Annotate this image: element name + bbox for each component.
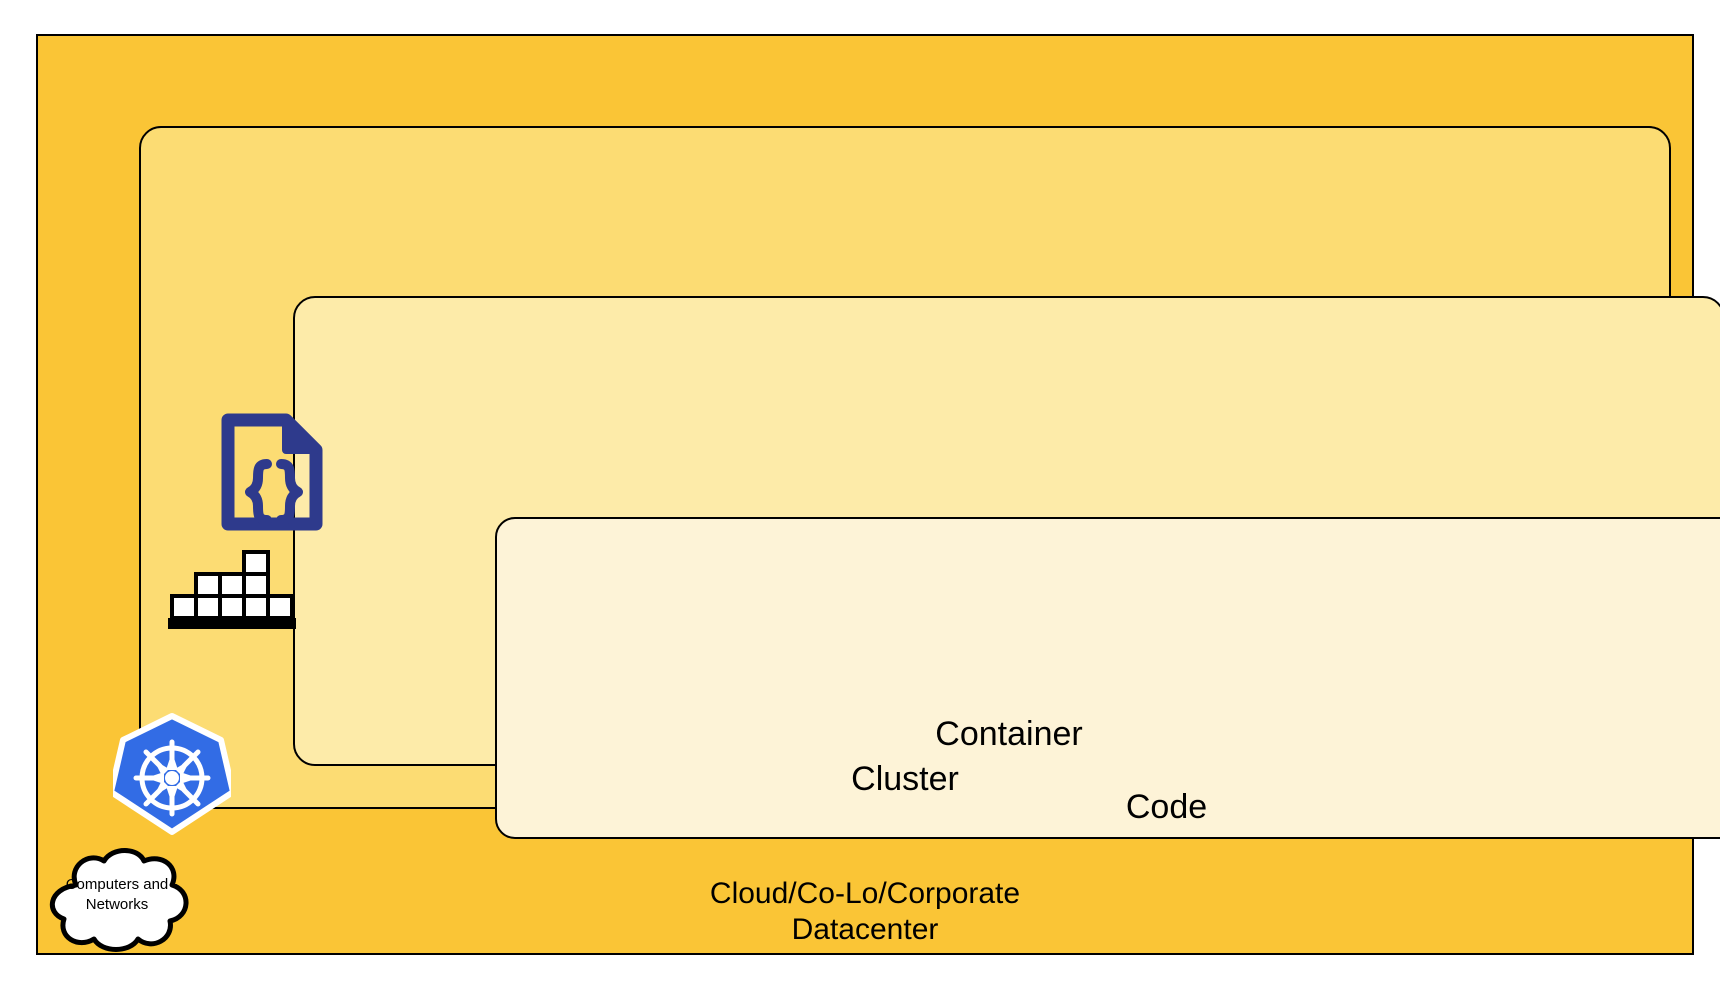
layer-cluster[interactable]: Code Container Cluster <box>139 126 1720 839</box>
kubernetes-icon <box>108 712 236 836</box>
brick-stack-icon <box>168 550 296 630</box>
layer-container[interactable]: Code Container <box>293 296 1720 839</box>
code-document-icon <box>218 410 326 534</box>
layer-datacenter[interactable]: Code Container Cluster Cloud/Co-Lo/Corpo… <box>36 34 1720 955</box>
cloud-icon: Computers and Networks <box>38 845 196 953</box>
layer-label-datacenter: Cloud/Co-Lo/Corporate Datacenter <box>709 877 1021 946</box>
layer-code[interactable]: Code <box>495 517 1720 839</box>
layer-label-code: Code <box>1125 787 1208 826</box>
